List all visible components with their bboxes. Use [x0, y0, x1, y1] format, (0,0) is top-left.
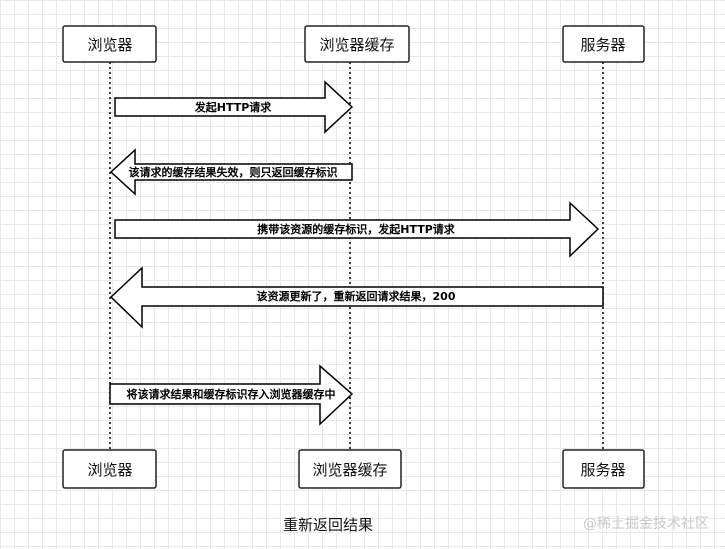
participant-browser-bottom: 浏览器 — [62, 449, 157, 489]
participant-label: 服务器 — [580, 461, 625, 479]
message-arrow-1: 发起HTTP请求 — [114, 80, 354, 134]
participant-label: 浏览器缓存 — [319, 36, 394, 54]
participant-label: 服务器 — [580, 36, 625, 54]
message-arrow-3: 携带该资源的缓存标识，发起HTTP请求 — [114, 201, 600, 258]
message-label: 携带该资源的缓存标识，发起HTTP请求 — [257, 222, 456, 236]
message-arrow-5: 将该请求结果和缓存标识存入浏览器缓存中 — [109, 364, 354, 426]
message-label: 该请求的缓存结果失效，则只返回缓存标识 — [129, 165, 338, 179]
watermark: @稀土掘金技术社区 — [583, 516, 709, 532]
message-label: 发起HTTP请求 — [194, 100, 273, 114]
participant-label: 浏览器 — [87, 461, 132, 479]
participant-browser-top: 浏览器 — [62, 25, 157, 63]
message-arrow-4: 该资源更新了，重新返回请求结果，200 — [109, 266, 604, 329]
message-label: 该资源更新了，重新返回请求结果，200 — [257, 289, 456, 303]
participant-label: 浏览器 — [87, 36, 132, 54]
participant-browser-cache-bottom: 浏览器缓存 — [298, 449, 402, 489]
participant-server-top: 服务器 — [562, 25, 645, 63]
message-arrow-2: 该请求的缓存结果失效，则只返回缓存标识 — [109, 148, 353, 196]
participant-label: 浏览器缓存 — [312, 461, 387, 479]
participant-browser-cache-top: 浏览器缓存 — [304, 25, 410, 63]
diagram-caption: 重新返回结果 — [282, 516, 373, 534]
message-label: 将该请求结果和缓存标识存入浏览器缓存中 — [127, 387, 336, 401]
participant-server-bottom: 服务器 — [562, 449, 645, 489]
